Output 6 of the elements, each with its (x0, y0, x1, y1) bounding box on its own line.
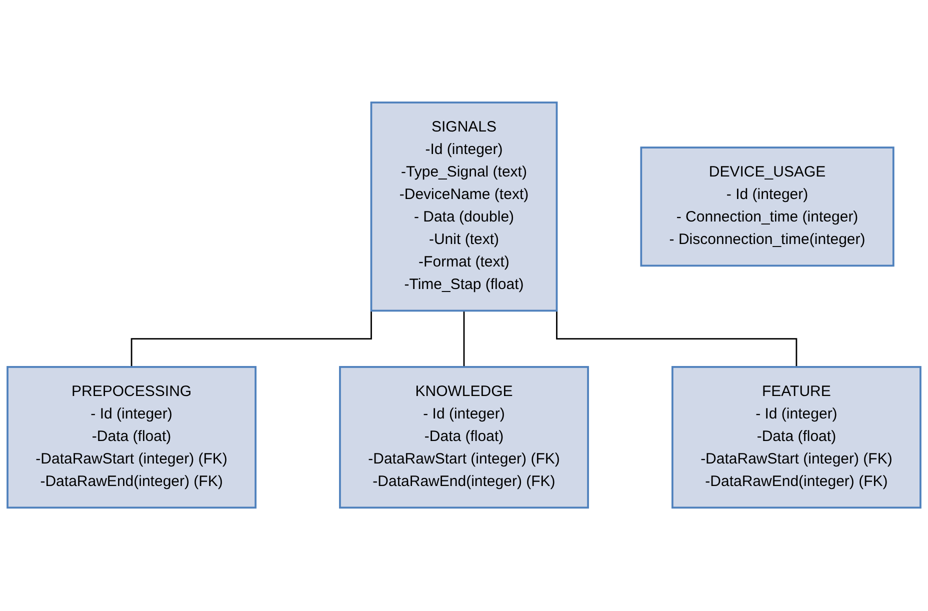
node-box: DEVICE_USAGE - Id (integer) - Connection_time (integer) - Disconnection_time(integer) (640, 147, 894, 268)
node-box: KNOWLEDGE - Id (integer) -Data (float) -DataRawStart (integer) (FK) -DataRawEnd(integer) (FK) (339, 366, 589, 509)
node-box: PREPOCESSING - Id (integer) -Data (float) -DataRawStart (integer) (FK) -DataRawEnd(integer) (FK) (6, 366, 256, 509)
node-box: SIGNALS -Id (integer) -Type_Signal (text) -DeviceName (text) - Data (double) -Unit (text) -Format (text) -Time_Stap (float) (370, 102, 558, 312)
connector (463, 311, 465, 368)
node-box: FEATURE - Id (integer) -Data (float) -DataRawStart (integer) (FK) -DataRawEnd(integer) (FK) (672, 366, 922, 509)
